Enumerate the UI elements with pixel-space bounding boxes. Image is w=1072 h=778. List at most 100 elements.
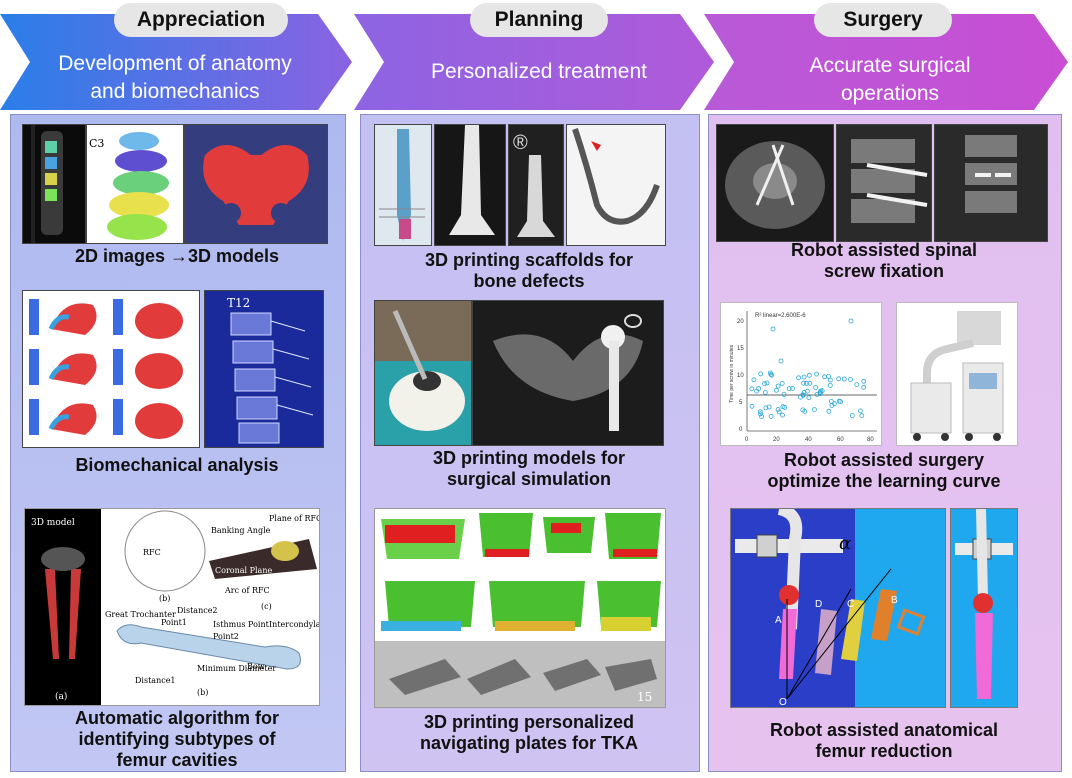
scatter-point [781, 392, 787, 397]
scatter-point [762, 390, 768, 395]
caption-tka: 3D printing personalized navigating plat… [362, 712, 696, 754]
x-tick-labels: 0 20 40 60 80 [745, 437, 874, 443]
scatter-point [766, 404, 772, 410]
scatter-point [826, 408, 832, 414]
caption-line: optimize the learning curve [767, 471, 1001, 491]
fea-analysis-image [22, 290, 200, 448]
scatter-point [749, 403, 755, 409]
xray-scaffold-1 [434, 124, 506, 246]
caption-scaffolds: 3D printing scaffolds for bone defects [362, 250, 696, 292]
label-sub-c: (c) [261, 602, 272, 611]
scatter-point [841, 376, 847, 382]
label-t12: T12 [227, 296, 250, 310]
x-tick-label: 80 [867, 437, 874, 443]
tka-cell [591, 577, 665, 639]
learning-curve-chart: R² linear=2.600E-6 Time per screw in min… [720, 302, 882, 446]
surgical-robot-photo [896, 302, 1018, 446]
fea-row [29, 299, 183, 339]
y-axis-label: Time per screw in minutes [729, 344, 735, 403]
label-r-mark: ® [513, 132, 528, 154]
scatter-point [848, 377, 853, 382]
label-point1: Point1 [161, 618, 187, 627]
scatter-point [764, 380, 770, 386]
scatter-point [861, 378, 867, 384]
label-pt-o: O [779, 697, 787, 707]
caption-learning-curve: Robot assisted surgery optimize the lear… [710, 450, 1058, 492]
xray-scaffold-2: ® [508, 124, 564, 246]
header-line: Personalized treatment [431, 60, 647, 83]
scatter-point [813, 385, 818, 390]
label-fig-num: 15 [637, 690, 652, 704]
label-sub-b2: (b) [197, 688, 208, 697]
y-tick-label: 10 [737, 373, 744, 379]
xray-scaffold-3 [566, 124, 666, 246]
scatter-point [817, 391, 823, 396]
header-line: Development of anatomy [58, 52, 292, 75]
caption-line: identifying subtypes of [78, 729, 276, 749]
x-tick-label: 60 [837, 437, 844, 443]
scatter-point [780, 404, 786, 410]
scatter-point [758, 411, 763, 417]
header-title-planning: Personalized treatment [384, 58, 694, 86]
tka-cell [375, 577, 479, 639]
y-tick-labels: 20 15 10 5 0 [737, 319, 744, 433]
header-title-surgery: Accurate surgical operations [740, 52, 1040, 108]
scatter-point [806, 395, 812, 401]
label-distance2: Distance2 [177, 606, 218, 615]
scatter-point [805, 388, 810, 394]
caption-line: femur cavities [116, 750, 238, 770]
fea-row [29, 399, 183, 439]
scatter-point [827, 383, 833, 388]
label-pt-d: D [815, 599, 822, 610]
y-tick-label: 15 [737, 346, 744, 352]
caption-line: navigating plates for TKA [419, 733, 639, 753]
scatter-point [859, 413, 865, 419]
x-tick-label: 0 [745, 437, 749, 443]
label-isthmus: Isthmus Point [213, 620, 270, 629]
scatter-point [801, 380, 806, 386]
scatter-point [854, 382, 860, 387]
tka-cell [601, 509, 665, 575]
caption-femur-reduction: Robot assisted anatomical femur reductio… [710, 720, 1058, 762]
fea-row [29, 349, 183, 389]
label-bow: Bow [247, 662, 265, 671]
caption-2d-to-3d: 2D images →3D models [12, 246, 342, 267]
ct-screw-sagittal [836, 124, 932, 242]
label-min-diameter: Minimum Diameter [197, 664, 276, 673]
scatter-point [832, 401, 837, 407]
scatter-point [806, 372, 812, 378]
scatter-point [780, 412, 785, 418]
label-rfc: RFC [143, 548, 161, 557]
scatter-point [801, 374, 807, 380]
scatter-point [849, 413, 855, 418]
scatter-point [778, 358, 784, 364]
scatter-point [836, 376, 842, 382]
y-tick-label: 5 [739, 400, 743, 406]
scatter-point [768, 370, 773, 376]
surgical-sim-photo [374, 300, 472, 446]
scatter-point [857, 408, 863, 414]
scatter-point [751, 377, 757, 383]
femur-reduction-side [950, 508, 1018, 708]
label-pt-a: A [775, 615, 782, 626]
tka-cell [481, 577, 589, 639]
femur-cavity-image: 3D model (a) RFC (b) Banking Angle Plane… [24, 508, 320, 706]
tka-plates-image: 15 [374, 508, 666, 708]
header-line: operations [840, 82, 940, 105]
label-intercondylar: Intercondylar Point [269, 620, 319, 629]
scatter-point [756, 386, 761, 391]
caption-line: surgical simulation [446, 469, 612, 489]
scatter-point [861, 384, 867, 390]
tka-cell [539, 509, 599, 575]
scatter-point [814, 371, 819, 377]
hip-xray-image [472, 300, 664, 446]
caption-line: Robot assisted spinal [790, 240, 978, 260]
scatter-point [800, 392, 806, 398]
scatter-point [759, 414, 764, 419]
caption-line: Biomechanical analysis [75, 455, 279, 475]
scatter-point [807, 380, 813, 386]
label-pt-c: C [847, 599, 854, 610]
header-arrow-surgery [704, 14, 1068, 110]
caption-line: bone defects [473, 271, 585, 291]
scatter-point [779, 381, 785, 386]
